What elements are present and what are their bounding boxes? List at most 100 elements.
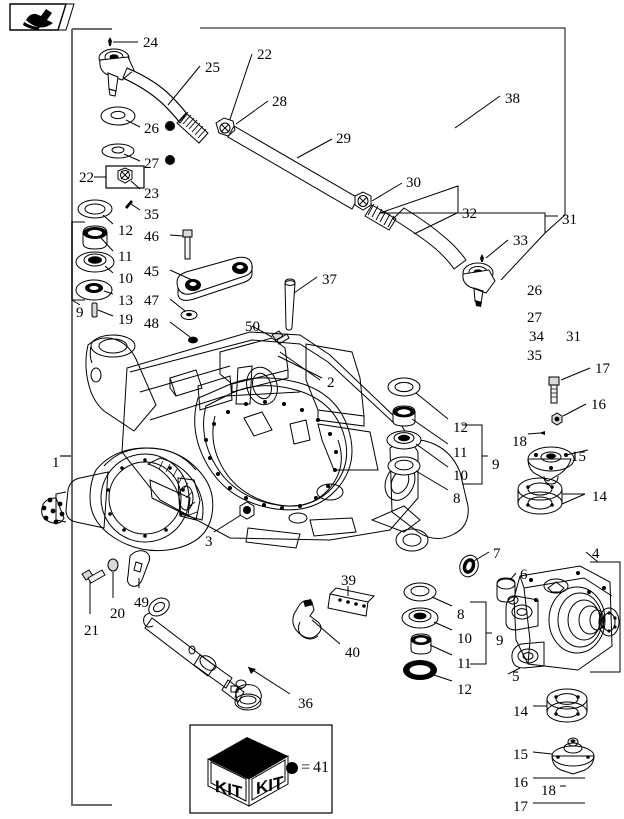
callout-6: 6 — [520, 567, 528, 583]
part-9-bracket-right-lower — [470, 601, 492, 665]
part-38-group-bracket — [200, 27, 566, 234]
part-11-cup-right-upper — [392, 405, 449, 445]
callout-11: 11 — [453, 445, 468, 461]
callout-9: 9 — [492, 457, 500, 473]
callout-26: 26 — [144, 121, 159, 137]
part-6-bushing — [496, 572, 517, 603]
part-4-steering-knuckle — [505, 551, 621, 675]
part-35-pin-left — [125, 200, 141, 211]
callout-7: 7 — [493, 546, 501, 562]
part-30-nut — [354, 182, 403, 211]
part-10-bearing-right-upper — [386, 430, 449, 468]
part-9-bracket-left — [71, 221, 85, 306]
part-3-plug — [213, 501, 255, 533]
callout-14: 14 — [592, 489, 607, 505]
kit-legend-box — [189, 724, 333, 814]
callout-31: 31 — [566, 329, 581, 345]
callout-45: 45 — [144, 264, 159, 280]
callout-31: 31 — [562, 212, 577, 228]
callout-17: 17 — [513, 799, 528, 815]
callout-26: 26 — [527, 283, 542, 299]
part-21-bolt — [81, 569, 106, 614]
main-assembly-bracket — [60, 28, 112, 806]
callout-49: 49 — [134, 595, 149, 611]
callout-36: 36 — [298, 696, 313, 712]
part-50-bolt — [251, 325, 290, 345]
callout-23: 23 — [144, 186, 159, 202]
callout-34: 34 — [529, 329, 544, 345]
part-27-washer-left — [101, 143, 141, 162]
callout-17: 17 — [595, 361, 610, 377]
part-25-tie-rod-end — [98, 48, 209, 144]
callout-10: 10 — [118, 271, 133, 287]
callout-14: 14 — [513, 704, 528, 720]
part-7-seal — [459, 551, 490, 578]
part-15-kingpin-cap-upper — [527, 446, 589, 485]
part-2-axle-housing — [85, 331, 469, 552]
part-29-tie-rod-tube — [227, 125, 359, 210]
callout-40: 40 — [345, 645, 360, 661]
callout-10: 10 — [457, 631, 472, 647]
callout-48: 48 — [144, 316, 159, 332]
callout-8: 8 — [453, 491, 461, 507]
part-49-clip — [127, 550, 151, 588]
part-17-bolt-upper — [548, 367, 591, 404]
part-23-nut — [94, 165, 145, 190]
part-11-cup-left — [82, 225, 114, 252]
part-40-fitting — [292, 599, 341, 645]
part-8-seal-right-upper — [387, 456, 449, 491]
part-2-leader — [277, 355, 323, 379]
part-18-pin-upper — [527, 431, 545, 435]
callout-12: 12 — [453, 420, 468, 436]
part-45-steering-arm — [169, 256, 253, 301]
part-24-cotter-pin — [108, 37, 138, 46]
part-9-bracket-right-upper — [462, 424, 488, 485]
callout-35: 35 — [144, 207, 159, 223]
differential-carrier — [41, 447, 214, 552]
callout-33: 33 — [513, 233, 528, 249]
part-11-cup-right-lower — [410, 633, 453, 656]
part-13-bearing-left — [75, 279, 114, 301]
part-26-washer-left — [100, 106, 141, 128]
callout-8: 8 — [457, 607, 465, 623]
kit-equals-value: 41 — [313, 759, 329, 776]
callout-2: 2 — [327, 375, 335, 391]
kit-equals-sign: = — [301, 759, 311, 776]
part-12-seal-right-upper — [387, 377, 449, 420]
part-37-pin — [284, 276, 318, 331]
part-8-seal-right-lower — [403, 582, 453, 607]
callout-21: 21 — [84, 623, 99, 639]
part-33-cotter-pin — [480, 239, 509, 262]
callout-29: 29 — [336, 131, 351, 147]
callout-18: 18 — [512, 434, 527, 450]
part-16-nut-upper — [551, 403, 587, 426]
kit-dot-26 — [165, 121, 175, 131]
callout-16: 16 — [591, 397, 606, 413]
callout-15: 15 — [513, 747, 528, 763]
callout-22: 22 — [79, 170, 94, 186]
part-28-nut — [215, 100, 269, 137]
callout-25: 25 — [205, 60, 220, 76]
callout-10: 10 — [453, 468, 468, 484]
part-12-seal-left — [77, 199, 114, 225]
callout-37: 37 — [322, 272, 337, 288]
callout-46: 46 — [144, 229, 159, 245]
part-14-bearing-upper — [517, 477, 586, 515]
part-10-bearing-right-lower — [401, 607, 453, 631]
hand-pointer-icon-frame — [9, 3, 75, 31]
part-31-group-bracket — [379, 185, 558, 281]
callout-38: 38 — [505, 91, 520, 107]
callout-27: 27 — [527, 310, 542, 326]
callout-11: 11 — [457, 656, 472, 672]
part-46-bolt — [169, 229, 193, 260]
callout-15: 15 — [571, 449, 586, 465]
part-22-leader-upper — [218, 53, 253, 129]
part-20-nut — [107, 558, 119, 598]
callout-35: 35 — [527, 348, 542, 364]
callout-16: 16 — [513, 775, 528, 791]
callout-39: 39 — [341, 573, 356, 589]
callout-20: 20 — [110, 606, 125, 622]
callout-47: 47 — [144, 293, 159, 309]
